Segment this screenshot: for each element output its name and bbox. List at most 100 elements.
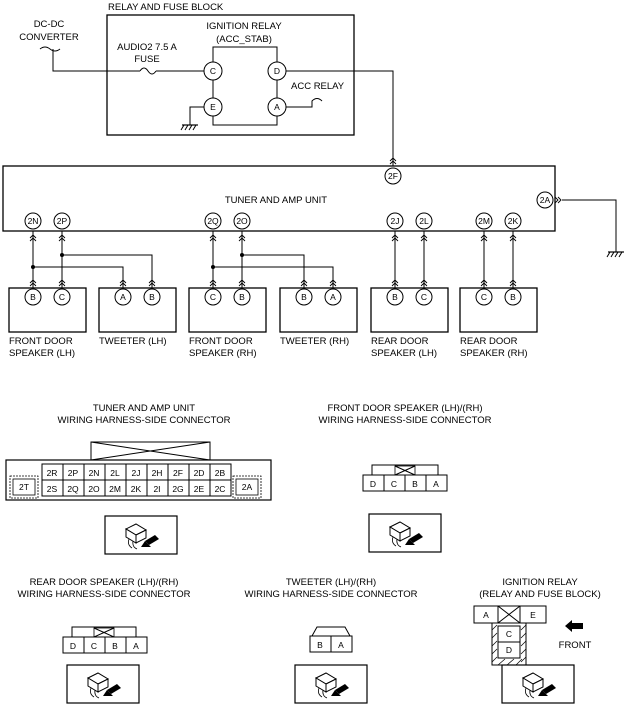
svg-text:B: B: [392, 292, 398, 302]
svg-text:TUNER AND AMP UNIT: TUNER AND AMP UNIT: [93, 403, 195, 414]
speaker-rear-rh-label: REAR DOOR: [460, 336, 518, 347]
relay-pin-d-label: D: [274, 66, 280, 76]
svg-text:2S: 2S: [47, 484, 58, 494]
speaker-wiring: [31, 231, 514, 288]
svg-text:A: A: [483, 610, 489, 620]
chevron-icon: [554, 196, 562, 204]
tweeter-connector: TWEETER (LH)/(RH) WIRING HARNESS-SIDE CO…: [245, 577, 418, 704]
connector-view-icon: [104, 515, 178, 555]
speaker-rear-lh: B C REAR DOOR SPEAKER (LH): [370, 287, 449, 359]
unit-pin-2j-label: 2J: [391, 216, 400, 226]
speaker-front-lh: B C FRONT DOOR SPEAKER (LH): [8, 287, 87, 359]
ignition-relay-connector: IGNITION RELAY (RELAY AND FUSE BLOCK) A …: [473, 577, 601, 704]
svg-text:B: B: [239, 292, 245, 302]
unit-pin-2n-label: 2N: [28, 216, 39, 226]
svg-text:A: A: [338, 640, 344, 650]
wire-a-acc: [286, 98, 323, 108]
unit-pin-2q: [204, 212, 222, 230]
svg-text:C: C: [59, 292, 65, 302]
svg-text:A: A: [330, 292, 336, 302]
chevrons-top: [29, 234, 517, 242]
svg-text:SPEAKER (RH): SPEAKER (RH): [460, 348, 528, 359]
svg-text:2L: 2L: [110, 468, 120, 478]
fuse-label-1: AUDIO2 7.5 A: [117, 42, 177, 53]
svg-text:2G: 2G: [172, 484, 183, 494]
svg-text:(RELAY AND FUSE BLOCK): (RELAY AND FUSE BLOCK): [479, 589, 601, 600]
unit-pin-2o: [233, 212, 251, 230]
unit-pin-2k: [504, 212, 522, 230]
svg-text:D: D: [370, 479, 376, 489]
svg-text:2K: 2K: [131, 484, 142, 494]
speaker-rear-lh-label: REAR DOOR: [371, 336, 429, 347]
relay-block-title: RELAY AND FUSE BLOCK: [108, 2, 224, 13]
speaker-front-lh-label: FRONT DOOR: [9, 336, 73, 347]
svg-text:2C: 2C: [215, 484, 226, 494]
tuner-amp-unit-box: [2, 165, 556, 232]
wire-e-ground: [189, 106, 204, 125]
tuner-amp-unit-label: TUNER AND AMP UNIT: [225, 195, 327, 206]
unit-pin-2q-label: 2Q: [207, 216, 219, 226]
svg-text:WIRING HARNESS-SIDE CONNECTOR: WIRING HARNESS-SIDE CONNECTOR: [18, 589, 191, 600]
svg-text:2M: 2M: [109, 484, 121, 494]
speaker-rear-rh: C B REAR DOOR SPEAKER (RH): [459, 287, 538, 359]
tweeter-rh: B A TWEETER (RH): [279, 287, 358, 347]
svg-text:FRONT DOOR SPEAKER (LH)/(RH): FRONT DOOR SPEAKER (LH)/(RH): [327, 403, 482, 414]
connector-view-icon: [294, 664, 368, 704]
svg-text:D: D: [70, 641, 76, 651]
svg-text:E: E: [530, 610, 536, 620]
svg-text:2O: 2O: [88, 484, 100, 494]
svg-text:B: B: [317, 640, 323, 650]
svg-text:A: A: [120, 292, 126, 302]
tweeter-lh-label: TWEETER (LH): [99, 336, 167, 347]
connector-view-icon: [501, 664, 575, 704]
svg-text:TWEETER (LH)/(RH): TWEETER (LH)/(RH): [286, 577, 376, 588]
svg-text:SPEAKER (LH): SPEAKER (LH): [9, 348, 75, 359]
front-door-connector: FRONT DOOR SPEAKER (LH)/(RH) WIRING HARN…: [319, 403, 492, 553]
svg-text:C: C: [391, 479, 397, 489]
svg-text:2B: 2B: [215, 468, 226, 478]
rear-door-connector: REAR DOOR SPEAKER (LH)/(RH) WIRING HARNE…: [18, 577, 191, 704]
relay-fuse-block-box: [106, 14, 355, 136]
chevrons-bottom: [29, 279, 517, 287]
acc-relay-label: ACC RELAY: [291, 81, 345, 92]
svg-text:C: C: [210, 292, 216, 302]
wire-d-2f: [286, 70, 394, 168]
unit-bottom-pins: 2N 2P 2Q 2O 2J 2L 2M 2K: [24, 212, 522, 230]
relay-pin-c: [203, 61, 223, 81]
svg-text:2J: 2J: [132, 468, 141, 478]
svg-text:SPEAKER (LH): SPEAKER (LH): [371, 348, 437, 359]
svg-text:2D: 2D: [194, 468, 205, 478]
svg-text:B: B: [510, 292, 516, 302]
unit-pin-2j: [386, 212, 404, 230]
unit-pin-2a-label: 2A: [540, 195, 551, 205]
svg-text:FRONT: FRONT: [559, 640, 592, 651]
ground-icon: [606, 251, 625, 258]
svg-text:B: B: [412, 479, 418, 489]
unit-pin-2o-label: 2O: [236, 216, 248, 226]
svg-text:2T: 2T: [19, 482, 29, 492]
svg-text:C: C: [506, 629, 512, 639]
unit-pin-2f-label: 2F: [388, 171, 398, 181]
svg-text:IGNITION RELAY: IGNITION RELAY: [502, 577, 578, 588]
dcdc-wire: [39, 46, 140, 72]
dcdc-label-1: DC-DC: [34, 19, 65, 30]
fuse-symbol: [139, 67, 157, 75]
tweeter-rh-label: TWEETER (RH): [280, 336, 349, 347]
fuse-label-2: FUSE: [134, 54, 159, 65]
svg-text:REAR DOOR SPEAKER (LH)/(RH): REAR DOOR SPEAKER (LH)/(RH): [30, 577, 179, 588]
relay-pin-c-label: C: [210, 66, 216, 76]
tuner-connector: TUNER AND AMP UNIT WIRING HARNESS-SIDE C…: [5, 403, 272, 555]
unit-pin-2n: [24, 212, 42, 230]
unit-pin-2m: [475, 212, 493, 230]
ignition-relay-label: IGNITION RELAY: [206, 21, 282, 32]
unit-pin-2k-label: 2K: [508, 216, 519, 226]
svg-text:WIRING HARNESS-SIDE CONNECTOR: WIRING HARNESS-SIDE CONNECTOR: [245, 589, 418, 600]
connector-view-icon: [368, 513, 442, 553]
unit-pin-2l-label: 2L: [419, 216, 429, 226]
svg-text:2P: 2P: [68, 468, 79, 478]
ignition-relay-box: [212, 46, 278, 126]
arrow-left-icon: [565, 620, 583, 632]
svg-text:WIRING HARNESS-SIDE CONNECTOR: WIRING HARNESS-SIDE CONNECTOR: [58, 415, 231, 426]
connector-view-icon: [66, 664, 140, 704]
